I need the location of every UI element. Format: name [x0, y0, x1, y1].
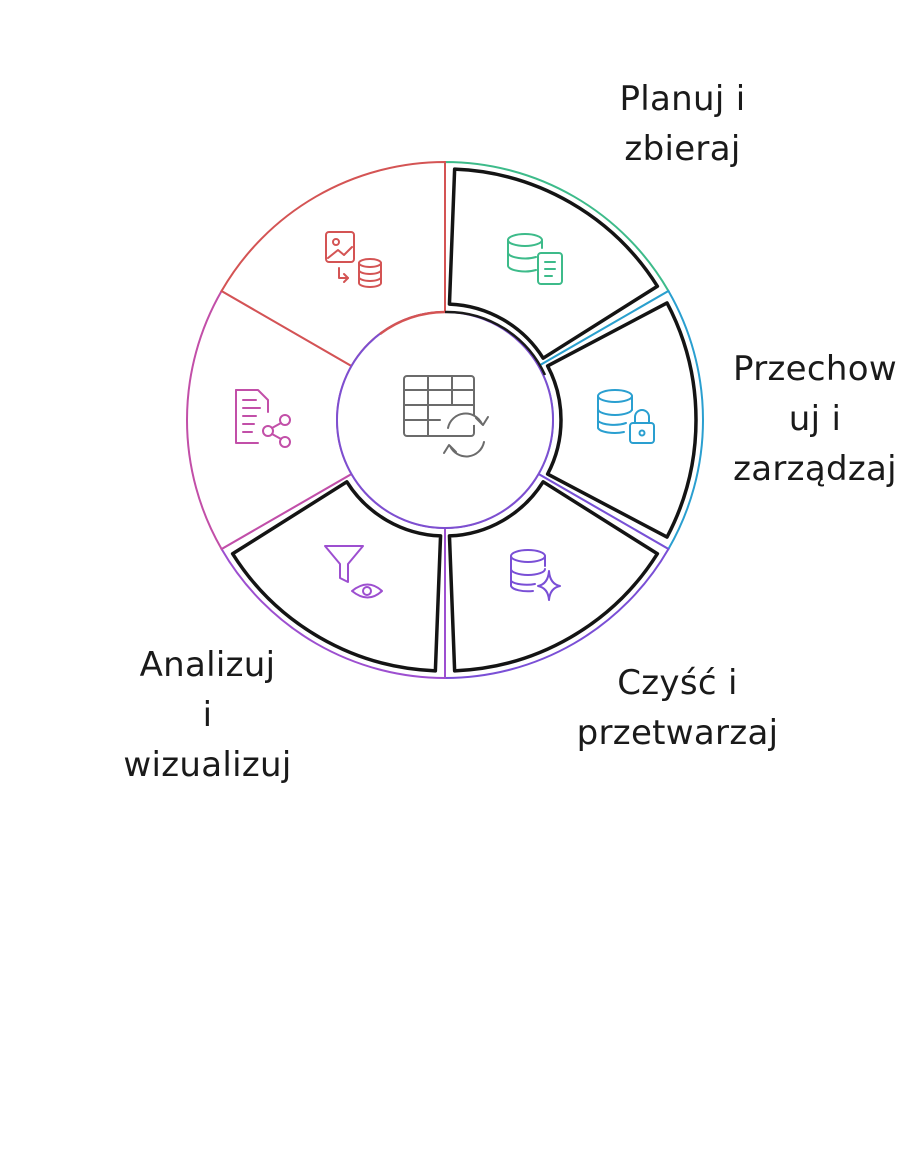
database-lock-icon [597, 389, 655, 444]
stage-label-store: Przechow uj i zarządzaj [715, 344, 915, 494]
database-document-icon [507, 233, 563, 285]
stage-label-analyze-line-2: i [202, 695, 213, 735]
center-hub-accent [379, 310, 446, 335]
stage-label-analyze: Analizuj i wizualizuj [105, 640, 310, 790]
center-hub-accent-right [444, 310, 547, 376]
stage-label-clean: Czyść i przetwarzaj [560, 658, 795, 758]
segment-plan-highlight [447, 167, 660, 360]
stage-label-plan-line-2: zbieraj [624, 129, 741, 169]
table-refresh-icon [403, 375, 489, 458]
stage-label-store-line-1: Przechow [733, 349, 897, 389]
stage-label-plan: Planuj i zbieraj [585, 74, 780, 174]
image-to-database-icon [325, 231, 382, 288]
stage-label-store-line-3: zarządzaj [733, 449, 897, 489]
stage-label-clean-line-1: Czyść i [617, 663, 738, 703]
stage-label-store-line-2: uj i [788, 399, 842, 439]
stage-label-plan-line-1: Planuj i [619, 79, 746, 119]
center-hub [336, 311, 554, 529]
segment-clean-highlight [447, 480, 660, 673]
stage-label-clean-line-2: przetwarzaj [576, 713, 779, 753]
stage-label-analyze-line-3: wizualizuj [123, 745, 292, 785]
database-sparkle-icon [510, 549, 561, 601]
segment-store-highlight [545, 301, 698, 539]
segment-analyze-highlight [230, 480, 443, 673]
filter-eye-icon [324, 545, 383, 599]
document-share-icon [235, 389, 291, 448]
stage-label-analyze-line-1: Analizuj [139, 645, 276, 685]
